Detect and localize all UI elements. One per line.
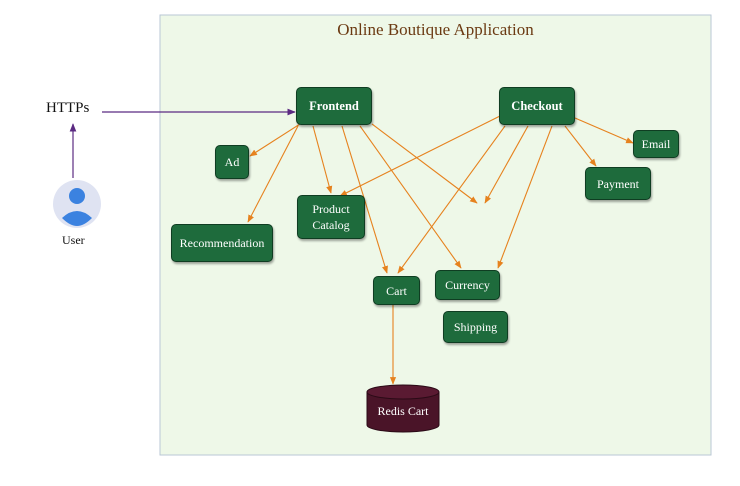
edge-checkout-currency [497, 125, 553, 269]
edge-checkout-cart [397, 125, 506, 274]
edge-frontend-ad [249, 123, 301, 157]
ad-service: Ad [215, 145, 249, 179]
https-label: HTTPs [46, 100, 90, 116]
redis-cart-label: Redis Cart [377, 404, 429, 418]
redis-cart-datastore [366, 384, 440, 433]
edge-frontend-shipping [371, 123, 478, 204]
cart-service: Cart [373, 276, 420, 305]
edge-checkout-catalog [339, 115, 501, 197]
edge-frontend-recommendation [247, 125, 299, 223]
edge-frontend-catalog [312, 125, 333, 194]
frontend-service: Frontend [296, 87, 372, 125]
currency-service: Currency [435, 270, 500, 300]
user-icon [53, 180, 101, 228]
edge-frontend-currency [359, 125, 462, 269]
recommendation-service: Recommendation [171, 224, 273, 262]
checkout-service: Checkout [499, 87, 575, 125]
payment-service: Payment [585, 167, 651, 200]
email-service: Email [633, 130, 679, 158]
shipping-service: Shipping [443, 311, 508, 343]
user-label: User [62, 233, 85, 247]
diagram-title: Online Boutique Application [337, 20, 534, 39]
product-catalog-service: Product Catalog [297, 195, 365, 239]
edge-checkout-payment [564, 125, 597, 167]
edge-checkout-email [574, 117, 634, 144]
edge-checkout-shipping [484, 125, 529, 204]
